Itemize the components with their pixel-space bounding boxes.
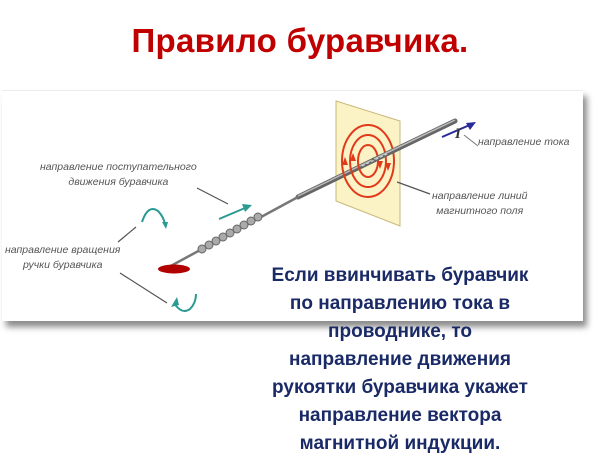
rotation-arrow-top-icon [141, 208, 166, 226]
rule-statement: Если ввинчивать буравчик по направлению … [235, 262, 565, 458]
gimlet-rule-diagram: направление поступательного движения бур… [2, 90, 583, 321]
rule-line: магнитной индукции. [299, 433, 501, 454]
label-translational-motion: направление поступательного движения бур… [40, 161, 197, 188]
current-symbol: I [455, 126, 461, 142]
label-rotation-direction: направление вращения ручки буравчика [5, 244, 121, 271]
rule-line: по направлению тока в [289, 293, 511, 314]
field-arrow-icons [342, 153, 391, 171]
rotation-arrow-bottom-icon [173, 293, 197, 312]
rule-line: рукоятки буравчика укажет [272, 377, 528, 398]
page-title: Правило буравчика. [131, 22, 469, 59]
translational-arrow-icon [218, 204, 252, 220]
label-current-direction: направление тока [478, 136, 570, 148]
rule-line: направление вектора [298, 405, 502, 426]
label-field-lines: направление линий магнитного поля [432, 190, 528, 217]
rule-line: проводнике, то [328, 321, 472, 342]
rule-line: направление движения [289, 349, 511, 370]
diagram-graphics [117, 100, 479, 312]
current-arrow-icon [441, 122, 476, 138]
rule-line: Если ввинчивать буравчик [271, 265, 529, 286]
gimlet-icon [158, 195, 299, 274]
gimlet-handle [158, 264, 190, 274]
conductor-wire [295, 157, 377, 200]
